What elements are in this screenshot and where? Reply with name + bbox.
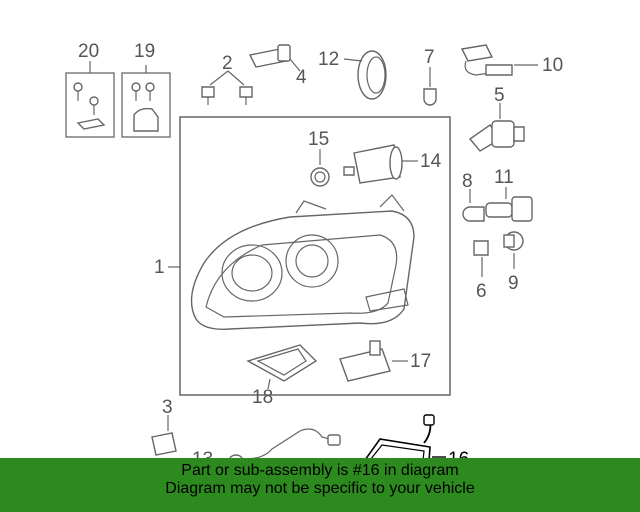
- label-7: 7: [424, 47, 435, 68]
- label-11: 11: [494, 167, 514, 188]
- part-19-screws-bracket: [131, 82, 159, 132]
- assembly-frame: [179, 116, 451, 396]
- label-3: 3: [162, 397, 173, 418]
- part-15-o-ring: [310, 167, 330, 187]
- part-20-screws-clip: [73, 82, 106, 130]
- label-1: 1: [154, 257, 165, 278]
- part-3-connector: [151, 432, 177, 456]
- part-8-bulb: [462, 206, 485, 222]
- part-9-socket: [503, 231, 524, 251]
- label-19: 19: [134, 41, 155, 62]
- part-7-bulb: [423, 88, 437, 106]
- label-8: 8: [462, 171, 473, 192]
- label-14: 14: [420, 151, 442, 172]
- part-10-socket-wire: [460, 44, 513, 76]
- part-12-ring: [357, 50, 387, 100]
- label-17: 17: [410, 351, 431, 372]
- label-5: 5: [494, 85, 505, 106]
- label-2: 2: [222, 53, 233, 74]
- label-6: 6: [476, 281, 487, 302]
- label-10: 10: [542, 55, 563, 76]
- part-11-bulb-socket: [485, 196, 533, 222]
- part-4-socket: [248, 44, 291, 68]
- part-18-gasket: [246, 344, 318, 382]
- label-15: 15: [308, 129, 329, 150]
- part-2-bolts: [201, 86, 253, 105]
- part-1-headlamp-housing: [190, 194, 415, 330]
- label-20: 20: [78, 41, 99, 62]
- part-17-leveling-motor: [339, 340, 391, 382]
- banner-line-1: Part or sub-assembly is #16 in diagram: [181, 462, 459, 479]
- part-5-bulb: [468, 120, 525, 152]
- label-12: 12: [318, 49, 339, 70]
- label-18: 18: [252, 387, 273, 408]
- part-14-igniter: [343, 144, 403, 184]
- label-9: 9: [508, 273, 519, 294]
- fitment-notice-banner: Part or sub-assembly is #16 in diagram D…: [0, 458, 640, 512]
- banner-line-2: Diagram may not be specific to your vehi…: [165, 480, 475, 497]
- part-6-bulb: [473, 240, 489, 256]
- label-4: 4: [296, 67, 307, 88]
